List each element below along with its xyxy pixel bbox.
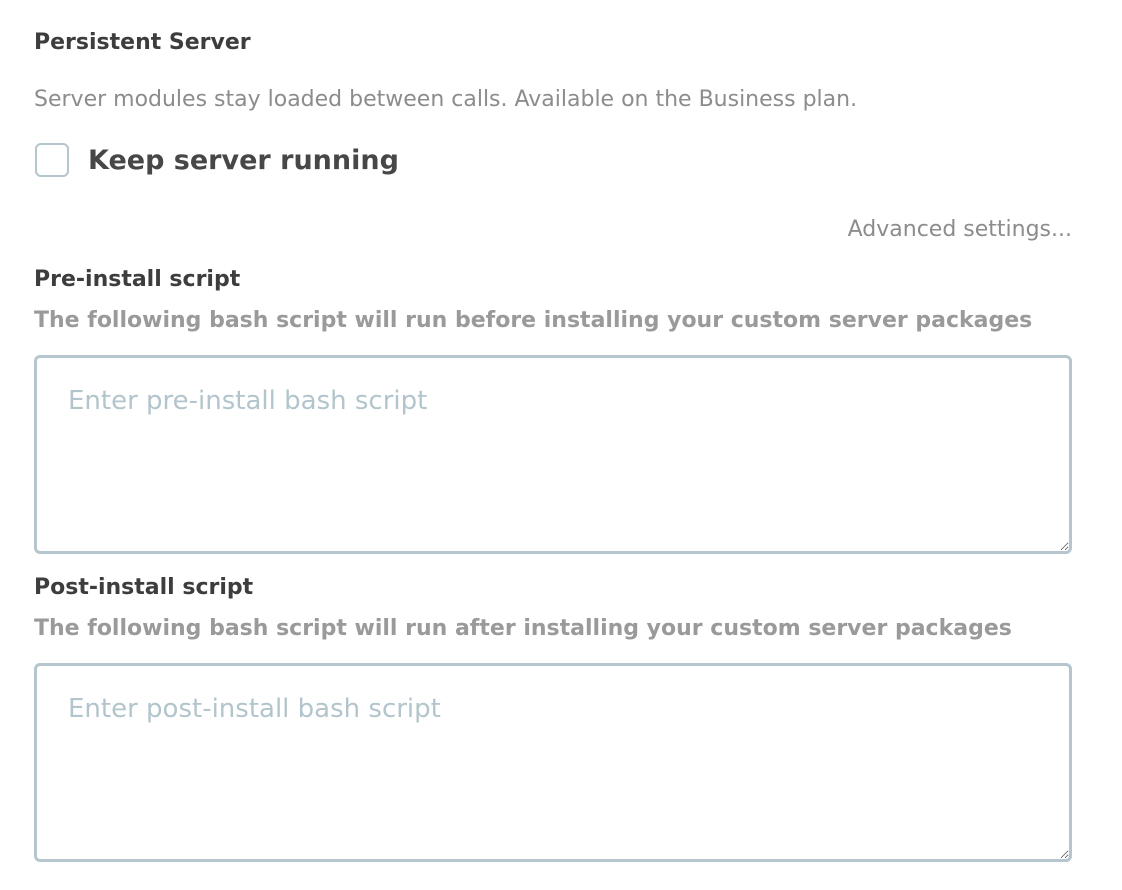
pre-install-script-input[interactable]: [34, 355, 1072, 554]
pre-install-script-title: Pre-install script: [34, 267, 241, 292]
post-install-script-description: The following bash script will run after…: [34, 616, 1012, 641]
keep-server-running-checkbox[interactable]: [35, 143, 69, 177]
persistent-server-description: Server modules stay loaded between calls…: [34, 87, 858, 112]
post-install-script-input[interactable]: [34, 663, 1072, 862]
keep-server-running-option[interactable]: Keep server running: [34, 140, 399, 180]
pre-install-script-description: The following bash script will run befor…: [34, 308, 1033, 333]
advanced-settings-link[interactable]: Advanced settings...: [847, 217, 1072, 242]
persistent-server-title: Persistent Server: [34, 30, 251, 55]
keep-server-running-label[interactable]: Keep server running: [88, 144, 399, 176]
post-install-script-title: Post-install script: [34, 575, 254, 600]
